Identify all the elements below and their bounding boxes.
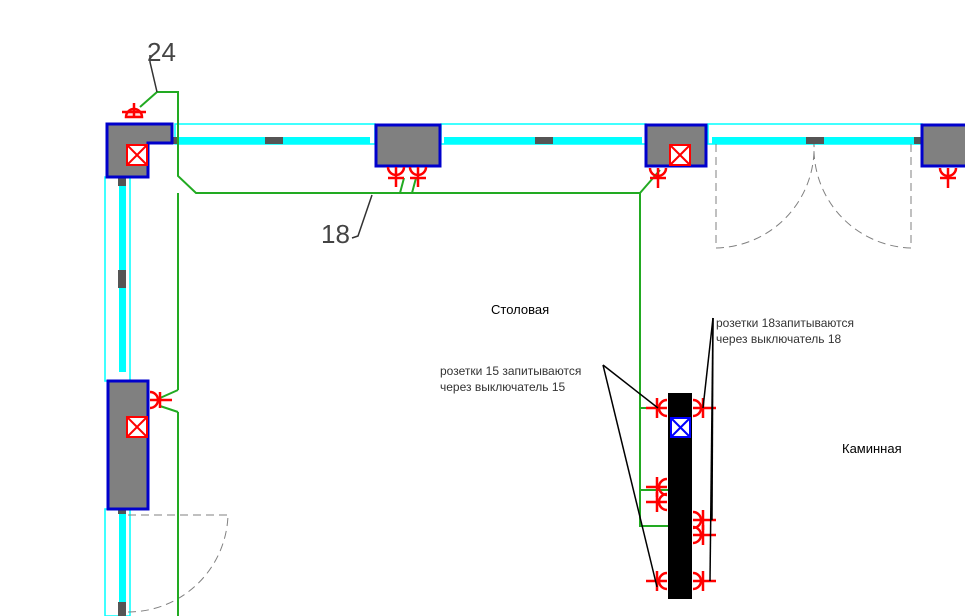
door-double-swing bbox=[715, 143, 912, 249]
note-15-line-2: через выключатель 15 bbox=[440, 380, 566, 394]
fixture-box-blue-icon bbox=[670, 417, 691, 438]
socket-icon bbox=[648, 167, 668, 188]
label-number-24: 24 bbox=[147, 37, 176, 67]
leader-lines bbox=[149, 55, 373, 239]
socket-icon bbox=[692, 571, 716, 591]
note-15-line-1: розетки 15 запитываются bbox=[440, 364, 581, 378]
window-left-2 bbox=[104, 508, 131, 616]
room-label-dining: Столовая bbox=[491, 302, 549, 317]
note-18-line-2: через выключатель 18 bbox=[716, 332, 842, 346]
socket-icon bbox=[938, 167, 958, 188]
wall-pier-top-4 bbox=[920, 123, 965, 168]
socket-icon bbox=[149, 390, 172, 410]
door-left-swing bbox=[127, 514, 229, 613]
window-top-3 bbox=[707, 123, 923, 145]
junction-box-icon bbox=[669, 144, 691, 166]
junction-box-icon bbox=[126, 144, 148, 166]
wiring-lines bbox=[139, 91, 668, 616]
window-left-1 bbox=[104, 176, 131, 382]
socket-icon bbox=[646, 477, 668, 512]
note-18-line-1: розетки 18запитываются bbox=[716, 316, 854, 330]
window-top-2 bbox=[440, 123, 647, 145]
window-top-1 bbox=[174, 123, 376, 145]
wall-pier-left-2 bbox=[106, 379, 150, 511]
wall-pier-top-2 bbox=[374, 123, 442, 168]
note-leader-lines bbox=[602, 317, 714, 588]
socket-icon bbox=[386, 166, 428, 187]
junction-box-icon bbox=[126, 416, 148, 438]
room-label-fireplace: Каминная bbox=[842, 441, 902, 456]
socket-icon bbox=[122, 103, 146, 119]
label-number-18: 18 bbox=[321, 219, 350, 249]
socket-icon bbox=[646, 571, 668, 591]
